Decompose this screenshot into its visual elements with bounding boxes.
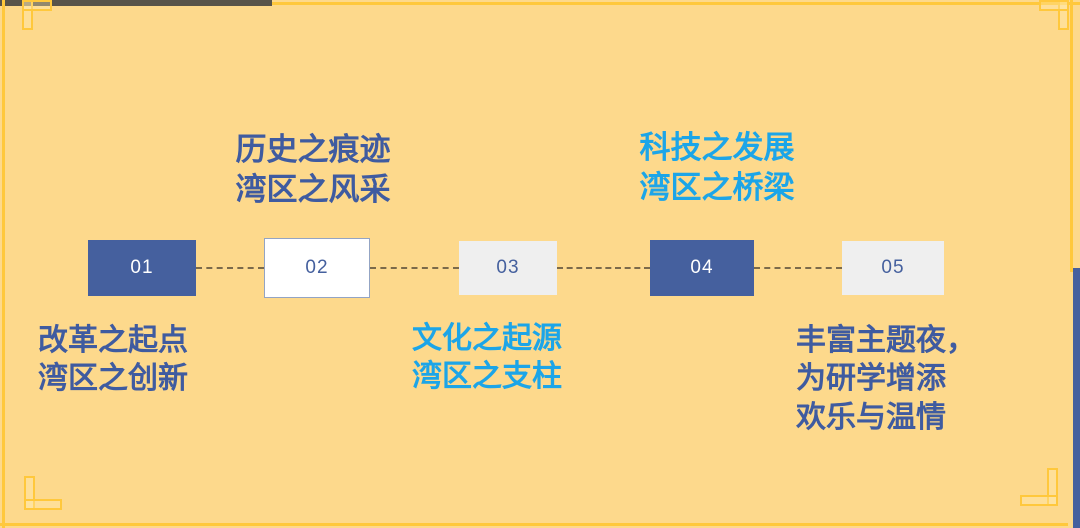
timeline-connector — [370, 267, 459, 269]
top-gold-strip — [272, 2, 1080, 5]
timeline-node-01[interactable]: 01 — [88, 240, 196, 296]
timeline-connector — [196, 267, 264, 269]
caption-history: 历史之痕迹 湾区之风采 — [235, 132, 391, 207]
top-dark-strip — [0, 0, 272, 6]
corner-bracket-bottom-left — [24, 476, 62, 510]
corner-bracket-arm-horizontal — [24, 499, 62, 510]
timeline-node-03[interactable]: 03 — [459, 241, 557, 295]
corner-bracket-arm-horizontal — [22, 0, 52, 11]
corner-bracket-top-left — [22, 0, 52, 30]
right-blue-accent-bar — [1073, 268, 1080, 528]
timeline-connector — [557, 267, 650, 269]
caption-technology: 科技之发展 湾区之桥梁 — [639, 130, 795, 205]
corner-bracket-bottom-right — [1020, 468, 1058, 506]
corner-bracket-arm-horizontal — [1020, 495, 1058, 506]
timeline-track: 01 02 03 04 05 — [0, 238, 1080, 298]
timeline-node-05[interactable]: 05 — [842, 241, 944, 295]
timeline-node-04[interactable]: 04 — [650, 240, 754, 296]
left-gold-strip — [2, 0, 5, 528]
caption-theme-nights: 丰富主题夜， 为研学增添 欢乐与温情 — [796, 324, 976, 434]
corner-bracket-top-right — [1039, 0, 1069, 30]
right-gold-strip — [1070, 0, 1073, 272]
caption-reform: 改革之起点 湾区之创新 — [38, 324, 188, 396]
caption-culture: 文化之起源 湾区之支柱 — [412, 322, 562, 394]
timeline-connector — [754, 267, 842, 269]
corner-bracket-arm-horizontal — [1039, 0, 1069, 11]
timeline-node-02[interactable]: 02 — [264, 238, 370, 298]
bottom-gold-strip — [0, 523, 1068, 526]
